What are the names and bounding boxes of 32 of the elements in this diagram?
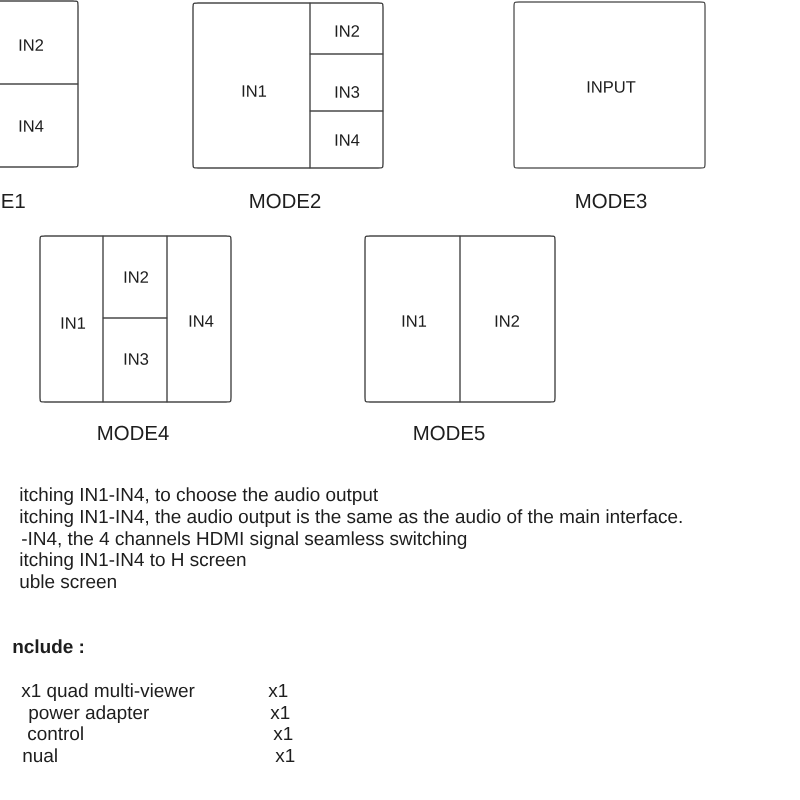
screen-panel: IN3 (309, 53, 384, 112)
screen-panel: IN4 (0, 83, 79, 168)
screen-panel: IN4 (309, 110, 384, 169)
screen-panel: IN1 (192, 2, 311, 169)
item-quantity: x1 (275, 748, 294, 762)
item-quantity: x1 (273, 726, 292, 740)
item-name: nual (24, 748, 57, 762)
screen-panel: IN1 (39, 235, 104, 403)
section-heading: nclude : (14, 639, 83, 654)
screen-panel: IN1 (364, 235, 461, 403)
text-line: uble screen (20, 574, 116, 588)
text-line: -IN4, the 4 channels HDMI signal seamless switching (22, 531, 466, 549)
item-name: control (28, 726, 83, 740)
mode-caption: E1 (2, 194, 25, 208)
mode-caption: MODE3 (576, 194, 646, 208)
screen-panel: IN4 (166, 235, 232, 403)
item-name: power adapter (29, 705, 149, 723)
screen-panel: IN2 (102, 235, 168, 319)
screen-panel: IN2 (0, 0, 79, 85)
item-quantity: x1 (268, 684, 288, 697)
text-line: itching IN1-IN4, the audio output is the same as the audio of the main interface. (20, 509, 682, 527)
screen-frame: INPUT (513, 1, 706, 169)
item-quantity: x1 (270, 706, 290, 719)
item-name: x1 quad multi-viewer (21, 683, 195, 701)
screen-panel: IN2 (309, 2, 384, 55)
text-line: itching IN1-IN4 to H screen (20, 552, 246, 570)
mode-caption: MODE2 (250, 194, 320, 208)
mode-caption: MODE5 (414, 426, 484, 440)
text-line: itching IN1-IN4, to choose the audio output (20, 487, 378, 505)
screen-panel: IN3 (102, 317, 168, 403)
mode-caption: MODE4 (98, 426, 169, 440)
screen-panel: IN2 (459, 235, 556, 403)
